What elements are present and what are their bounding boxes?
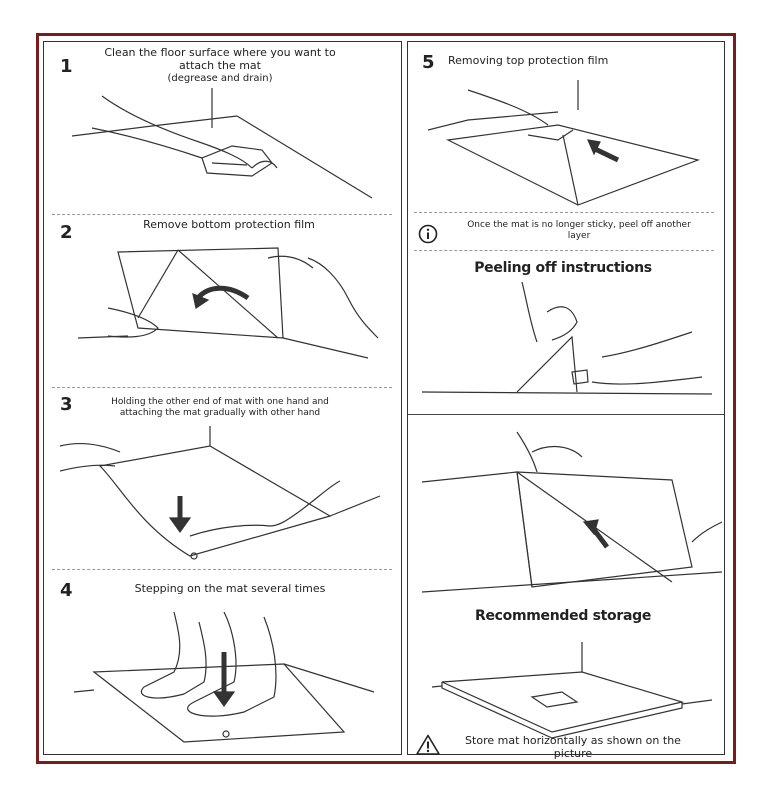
peeling-off-heading: Peeling off instructions	[474, 260, 652, 276]
step-1-number: 1	[60, 56, 73, 77]
storage-note-text: Store mat horizontally as shown on the p…	[446, 734, 700, 760]
peeling-off-illustration	[422, 282, 712, 407]
divider	[52, 214, 392, 215]
step-1-caption-line: attach the mat	[179, 59, 261, 72]
storage-heading: Recommended storage	[474, 608, 652, 624]
step-1-caption: Clean the floor surface where you want t…	[90, 46, 350, 85]
storage-mat-illustration	[432, 642, 712, 742]
cleaning-floor-illustration	[72, 88, 382, 208]
step-3-caption-line: Holding the other end of mat with one ha…	[111, 397, 329, 407]
info-icon	[418, 224, 438, 244]
divider	[408, 414, 724, 415]
removing-bottom-film-illustration	[68, 238, 388, 378]
warning-icon	[416, 734, 440, 755]
step-1-caption-line: (degrease and drain)	[167, 73, 273, 84]
step-1-caption-line: Clean the floor surface where you want t…	[104, 46, 336, 59]
info-note-line: Once the mat is no longer sticky, peel o…	[467, 220, 691, 230]
attaching-mat-illustration	[60, 426, 390, 566]
divider	[414, 212, 714, 213]
info-note-text: Once the mat is no longer sticky, peel o…	[448, 220, 710, 242]
step-3-number: 3	[60, 394, 73, 415]
removing-top-film-illustration	[428, 80, 718, 210]
step-3-caption-line: attaching the mat gradually with other h…	[119, 408, 321, 418]
step-5-caption-line: Removing top protection film	[448, 54, 609, 67]
step-2-caption-line: Remove bottom protection film	[143, 218, 315, 231]
divider	[52, 569, 392, 570]
step-2-caption: Remove bottom protection film	[104, 218, 354, 231]
step-4-caption-line: Stepping on the mat several times	[134, 582, 326, 595]
right-column: 5 Removing top protection film	[407, 41, 725, 760]
step-2-number: 2	[60, 222, 73, 243]
step-4-caption: Stepping on the mat several times	[120, 582, 340, 595]
divider	[52, 387, 392, 388]
left-column: 1 Clean the floor surface where you want…	[43, 41, 402, 755]
step-5-number: 5	[422, 52, 435, 73]
step-4-number: 4	[60, 580, 73, 601]
info-note-line: layer	[567, 231, 591, 241]
step-3-caption: Holding the other end of mat with one ha…	[90, 397, 350, 419]
instruction-sheet-frame: 1 Clean the floor surface where you want…	[36, 33, 736, 764]
storage-note-line: Store mat horizontally as shown on the	[465, 734, 681, 747]
storage-note-line: picture	[553, 747, 593, 760]
stepping-on-mat-illustration	[74, 602, 384, 752]
peeling-continued-illustration	[422, 422, 722, 602]
divider	[414, 250, 714, 251]
step-5-caption: Removing top protection film	[448, 54, 638, 67]
